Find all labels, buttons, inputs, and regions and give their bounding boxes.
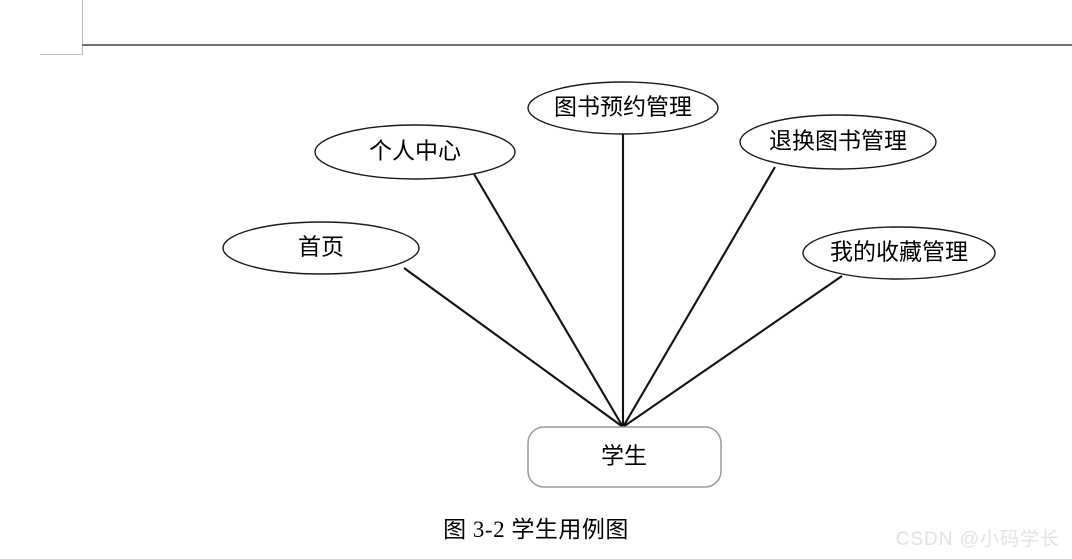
use-case-ellipse[interactable] [527,81,719,135]
connector-home [403,267,624,428]
header-rule [82,44,1072,46]
csdn-watermark: CSDN @小码学长 [895,529,1060,550]
connector-personal-center [473,173,624,428]
figure-caption: 图 3-2 学生用例图 [443,517,629,542]
page-corner-marker-vertical [82,0,83,55]
actor-label: 学生 [601,443,647,468]
use-case-label: 我的收藏管理 [830,239,968,264]
use-case-ellipse[interactable] [222,221,420,275]
use-case-label: 退换图书管理 [769,128,907,153]
use-case-ellipse[interactable] [802,226,996,280]
connector-book-return-exchange [622,166,776,428]
use-case-home[interactable]: 首页 [222,221,420,275]
page-corner-marker-horizontal [40,54,83,55]
use-case-label: 个人中心 [369,138,461,163]
use-case-book-return-exchange[interactable]: 退换图书管理 [739,114,937,170]
use-case-my-favorites[interactable]: 我的收藏管理 [802,226,996,280]
actor-box[interactable] [527,426,722,488]
use-case-label: 图书预约管理 [554,94,692,119]
connector-my-favorites [622,275,843,428]
use-case-label: 首页 [298,234,344,259]
use-case-personal-center[interactable]: 个人中心 [314,124,516,180]
actor-student[interactable]: 学生 [527,426,722,488]
use-case-book-reservation[interactable]: 图书预约管理 [527,81,719,135]
use-case-ellipse[interactable] [314,124,516,180]
use-case-ellipse[interactable] [739,114,937,170]
connector-lines [403,134,843,428]
